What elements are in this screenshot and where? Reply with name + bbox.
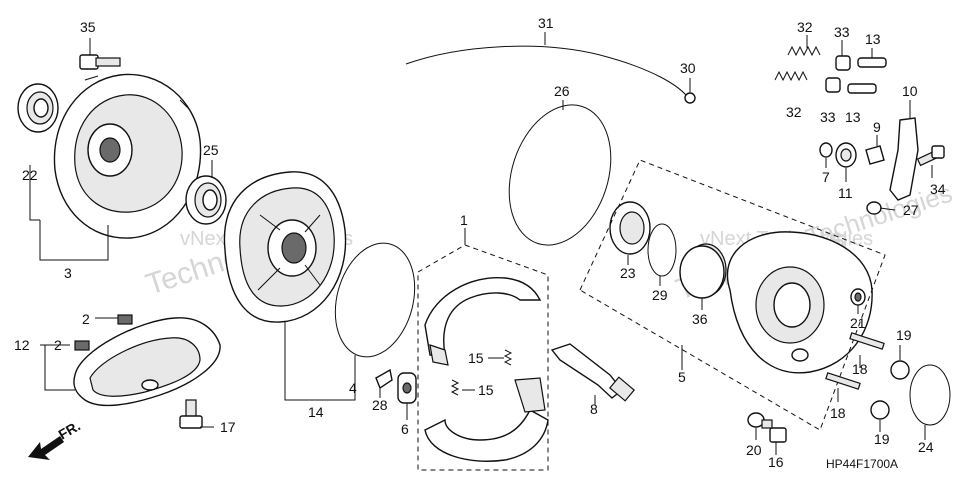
- callout-label: 18: [852, 361, 868, 377]
- callout-label: 16: [768, 454, 784, 470]
- front-direction-arrow: FR.: [28, 417, 83, 460]
- callout-label: 2: [82, 311, 90, 327]
- part-31-breather-hose: [405, 45, 691, 101]
- part-4-snap-ring: [334, 242, 416, 358]
- callout-labels: 35 22 3 25 31 30 26 32 33 13 32 33 13 10…: [14, 15, 946, 470]
- callout-label: 17: [220, 419, 236, 435]
- part-30-clip: [684, 92, 696, 104]
- part-15-spring: [450, 349, 513, 396]
- leader-lines: [29, 32, 933, 455]
- callout-label: 22: [22, 167, 38, 183]
- callout-label: 8: [590, 401, 598, 417]
- part-7-washer: [819, 142, 833, 158]
- callout-label: 29: [652, 287, 668, 303]
- part-24-o-ring: [909, 364, 951, 426]
- callout-label: 9: [873, 119, 881, 135]
- callout-label: 33: [834, 24, 850, 40]
- part-13-pin: [847, 57, 887, 94]
- part-8-brake-cam: [550, 343, 636, 402]
- part-25-seal: [185, 175, 227, 225]
- callout-label: 5: [678, 369, 686, 385]
- callout-label: 13: [845, 109, 861, 125]
- callout-label: 6: [401, 421, 409, 437]
- callout-label: 21: [850, 315, 866, 331]
- callout-label: 27: [903, 202, 919, 218]
- part-22-oil-seal: [17, 83, 59, 133]
- callout-label: 2: [54, 337, 62, 353]
- callout-label: 35: [80, 19, 96, 35]
- part-29-circlip: [647, 223, 677, 277]
- part-18-stud: [825, 332, 885, 390]
- part-14-brake-drum: [223, 171, 347, 323]
- part-12-skid-plate: [73, 317, 221, 407]
- part-5-brake-panel: [685, 231, 873, 374]
- callout-label: 19: [896, 327, 912, 343]
- callout-label: 3: [64, 265, 72, 281]
- part-36-seal: [679, 245, 725, 299]
- part-34-bolt: [916, 145, 945, 167]
- callout-label: 19: [874, 431, 890, 447]
- callout-label: 28: [372, 397, 388, 413]
- part-9-plate: [865, 145, 885, 165]
- callout-label: 34: [930, 181, 946, 197]
- callout-label: 13: [865, 31, 881, 47]
- part-21-washer: [850, 288, 866, 306]
- part-23-seal: [609, 201, 651, 255]
- panel-group-outline: [579, 159, 886, 431]
- callout-label: 32: [786, 104, 802, 120]
- diagram-code: HP44F1700A: [826, 457, 898, 471]
- callout-label: 4: [349, 380, 357, 396]
- callout-label: 25: [203, 142, 219, 158]
- part-2-clip: [117, 314, 133, 325]
- part-19-nut: [870, 360, 910, 420]
- callout-label: 7: [822, 169, 830, 185]
- part-33-collar: [825, 55, 851, 93]
- part-26-o-ring: [508, 104, 612, 246]
- part-27-nut: [866, 201, 882, 215]
- callout-label: 11: [838, 185, 853, 201]
- callout-label: 26: [554, 83, 570, 99]
- callout-label: 18: [830, 405, 846, 421]
- part-1-brake-shoes: [424, 277, 549, 462]
- callout-label: 30: [680, 60, 696, 76]
- callout-label: 15: [468, 350, 484, 366]
- shoe-group-outline: [417, 244, 549, 471]
- callout-label: 1: [460, 212, 468, 228]
- callout-label: 33: [820, 109, 836, 125]
- part-11-spring: [835, 142, 857, 168]
- part-6-plate: [397, 372, 417, 404]
- callout-label: 12: [14, 337, 30, 353]
- callout-label: 14: [308, 404, 324, 420]
- part-28-pin: [375, 368, 393, 390]
- callout-label: 24: [918, 439, 934, 455]
- callout-label: 31: [538, 15, 554, 31]
- callout-label: 36: [692, 311, 708, 327]
- part-17-bolt: [179, 399, 203, 429]
- callout-label: 20: [746, 442, 762, 458]
- part-35-bolt: [79, 54, 121, 70]
- part-2-clip: [74, 340, 90, 351]
- part-10-lever: [889, 117, 919, 201]
- callout-label: 10: [902, 83, 918, 99]
- callout-label: 32: [797, 19, 813, 35]
- part-16-bolt: [761, 419, 787, 443]
- part-32-spring: [774, 45, 821, 82]
- callout-label: 23: [620, 265, 636, 281]
- part-3-drum-cover: [53, 73, 202, 239]
- callout-label: 15: [478, 382, 494, 398]
